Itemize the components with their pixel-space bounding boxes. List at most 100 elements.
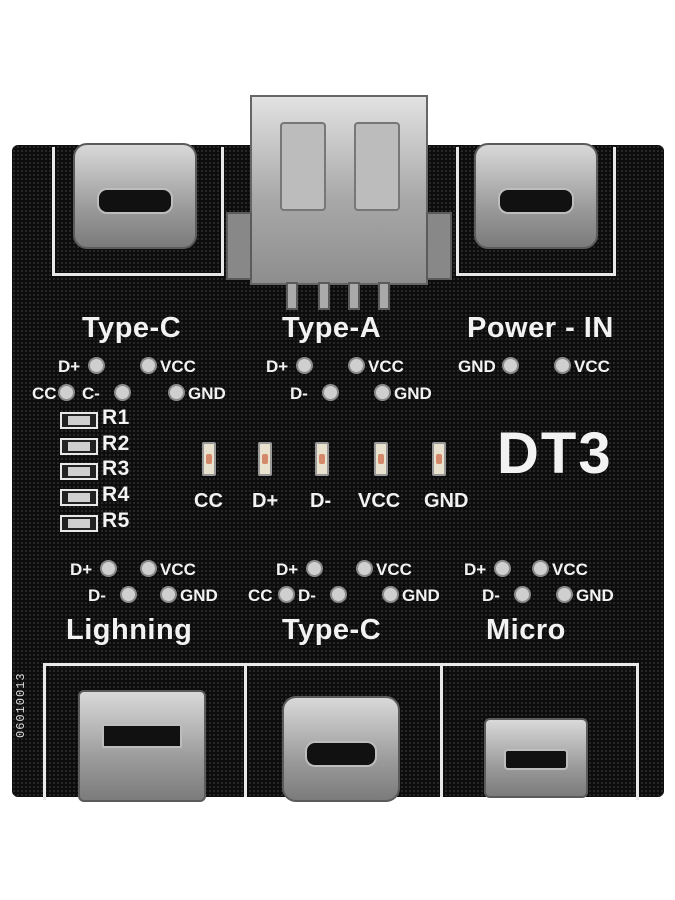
typec-top-vcc-pad[interactable] [140, 357, 157, 374]
lightning-gnd-pad[interactable] [160, 586, 177, 603]
micro-dp-label: D+ [464, 560, 487, 579]
typec-top-dm-label: C- [82, 384, 100, 403]
resistor-r1 [60, 412, 98, 429]
typec-bottom-port[interactable] [282, 696, 400, 802]
typea-label: Type-A [282, 312, 382, 344]
lightning-slot [102, 724, 182, 748]
r5-label: R5 [102, 509, 130, 532]
micro-label: Micro [486, 614, 566, 646]
usb-a-pin-4 [378, 282, 390, 310]
led-vcc-label: VCC [358, 490, 401, 512]
serial-number: 06010013 [14, 672, 28, 738]
lightning-dp-pad[interactable] [100, 560, 117, 577]
usb-a-pin-1 [286, 282, 298, 310]
micro-usb-slot [504, 748, 568, 770]
lightning-dm-label: D- [88, 586, 106, 605]
typec-bottom-vcc-pad[interactable] [356, 560, 373, 577]
typea-dp-pad[interactable] [296, 357, 313, 374]
power-vcc-label: VCC [574, 357, 610, 376]
power-gnd-pad[interactable] [502, 357, 519, 374]
typec-top-gnd-pad[interactable] [168, 384, 185, 401]
power-gnd-label: GND [458, 357, 496, 376]
usb-a-pin-2 [318, 282, 330, 310]
usb-a-port[interactable] [250, 95, 428, 285]
r4-label: R4 [102, 483, 130, 506]
usb-a-mount-left [226, 212, 252, 280]
resistor-r3 [60, 463, 98, 480]
typea-vcc-label: VCC [368, 357, 404, 376]
typec-bottom-cc-label: CC [248, 586, 273, 605]
typea-dp-label: D+ [266, 357, 289, 376]
typec-top-cc-label: CC [32, 384, 57, 403]
typec-bottom-gnd-label: GND [402, 586, 440, 605]
lightning-vcc-pad[interactable] [140, 560, 157, 577]
typea-gnd-label: GND [394, 384, 432, 403]
typec-bottom-vcc-label: VCC [376, 560, 412, 579]
r3-label: R3 [102, 457, 130, 480]
led-dp [258, 442, 272, 476]
typec-bottom-dp-label: D+ [276, 560, 299, 579]
typec-top-slot [96, 187, 174, 215]
lightning-vcc-label: VCC [160, 560, 196, 579]
usb-a-contact-left [280, 122, 326, 211]
micro-usb-port[interactable] [484, 718, 588, 798]
r2-label: R2 [102, 432, 130, 455]
micro-gnd-label: GND [576, 586, 614, 605]
typec-bottom-dm-label: D- [298, 586, 316, 605]
typea-dm-label: D- [290, 384, 308, 403]
typec-top-label: Type-C [82, 312, 182, 344]
typec-top-dp-label: D+ [58, 357, 81, 376]
typea-vcc-pad[interactable] [348, 357, 365, 374]
led-cc-label: CC [194, 490, 223, 512]
typec-top-vcc-label: VCC [160, 357, 196, 376]
micro-dp-pad[interactable] [494, 560, 511, 577]
typec-bottom-gnd-pad[interactable] [382, 586, 399, 603]
usb-a-pin-3 [348, 282, 360, 310]
led-cc [202, 442, 216, 476]
power-in-label: Power - IN [467, 312, 614, 344]
typea-gnd-pad[interactable] [374, 384, 391, 401]
typea-dm-pad[interactable] [322, 384, 339, 401]
typec-bottom-label: Type-C [282, 614, 382, 646]
micro-dm-label: D- [482, 586, 500, 605]
led-gnd [432, 442, 446, 476]
typec-bottom-slot [304, 740, 378, 768]
typec-top-cc-pad[interactable] [58, 384, 75, 401]
model-label: DT3 [497, 421, 613, 486]
lightning-dm-pad[interactable] [120, 586, 137, 603]
led-dm [315, 442, 329, 476]
usb-a-mount-right [426, 212, 452, 280]
lightning-dp-label: D+ [70, 560, 93, 579]
power-in-port[interactable] [474, 143, 598, 249]
typec-top-outline [52, 147, 224, 276]
usb-a-contact-right [354, 122, 400, 211]
lightning-label: Lighning [66, 614, 193, 646]
resistor-r2 [60, 438, 98, 455]
bottom-divider-1 [244, 663, 247, 797]
power-in-slot [497, 187, 575, 215]
micro-dm-pad[interactable] [514, 586, 531, 603]
r1-label: R1 [102, 406, 130, 429]
resistor-r5 [60, 515, 98, 532]
resistor-r4 [60, 489, 98, 506]
typec-bottom-cc-pad[interactable] [278, 586, 295, 603]
typec-top-gnd-label: GND [188, 384, 226, 403]
led-dp-label: D+ [252, 490, 279, 512]
lightning-port[interactable] [78, 690, 206, 802]
micro-vcc-pad[interactable] [532, 560, 549, 577]
led-dm-label: D- [310, 490, 332, 512]
typec-top-port[interactable] [73, 143, 197, 249]
micro-gnd-pad[interactable] [556, 586, 573, 603]
power-in-outline [456, 147, 616, 276]
power-vcc-pad[interactable] [554, 357, 571, 374]
typec-bottom-dm-pad[interactable] [330, 586, 347, 603]
led-gnd-label: GND [424, 490, 469, 512]
typec-top-dm-pad[interactable] [114, 384, 131, 401]
typec-bottom-dp-pad[interactable] [306, 560, 323, 577]
typec-top-dp-pad[interactable] [88, 357, 105, 374]
micro-vcc-label: VCC [552, 560, 588, 579]
bottom-ports-outline [43, 663, 639, 800]
led-vcc [374, 442, 388, 476]
bottom-divider-2 [440, 663, 443, 797]
lightning-gnd-label: GND [180, 586, 218, 605]
